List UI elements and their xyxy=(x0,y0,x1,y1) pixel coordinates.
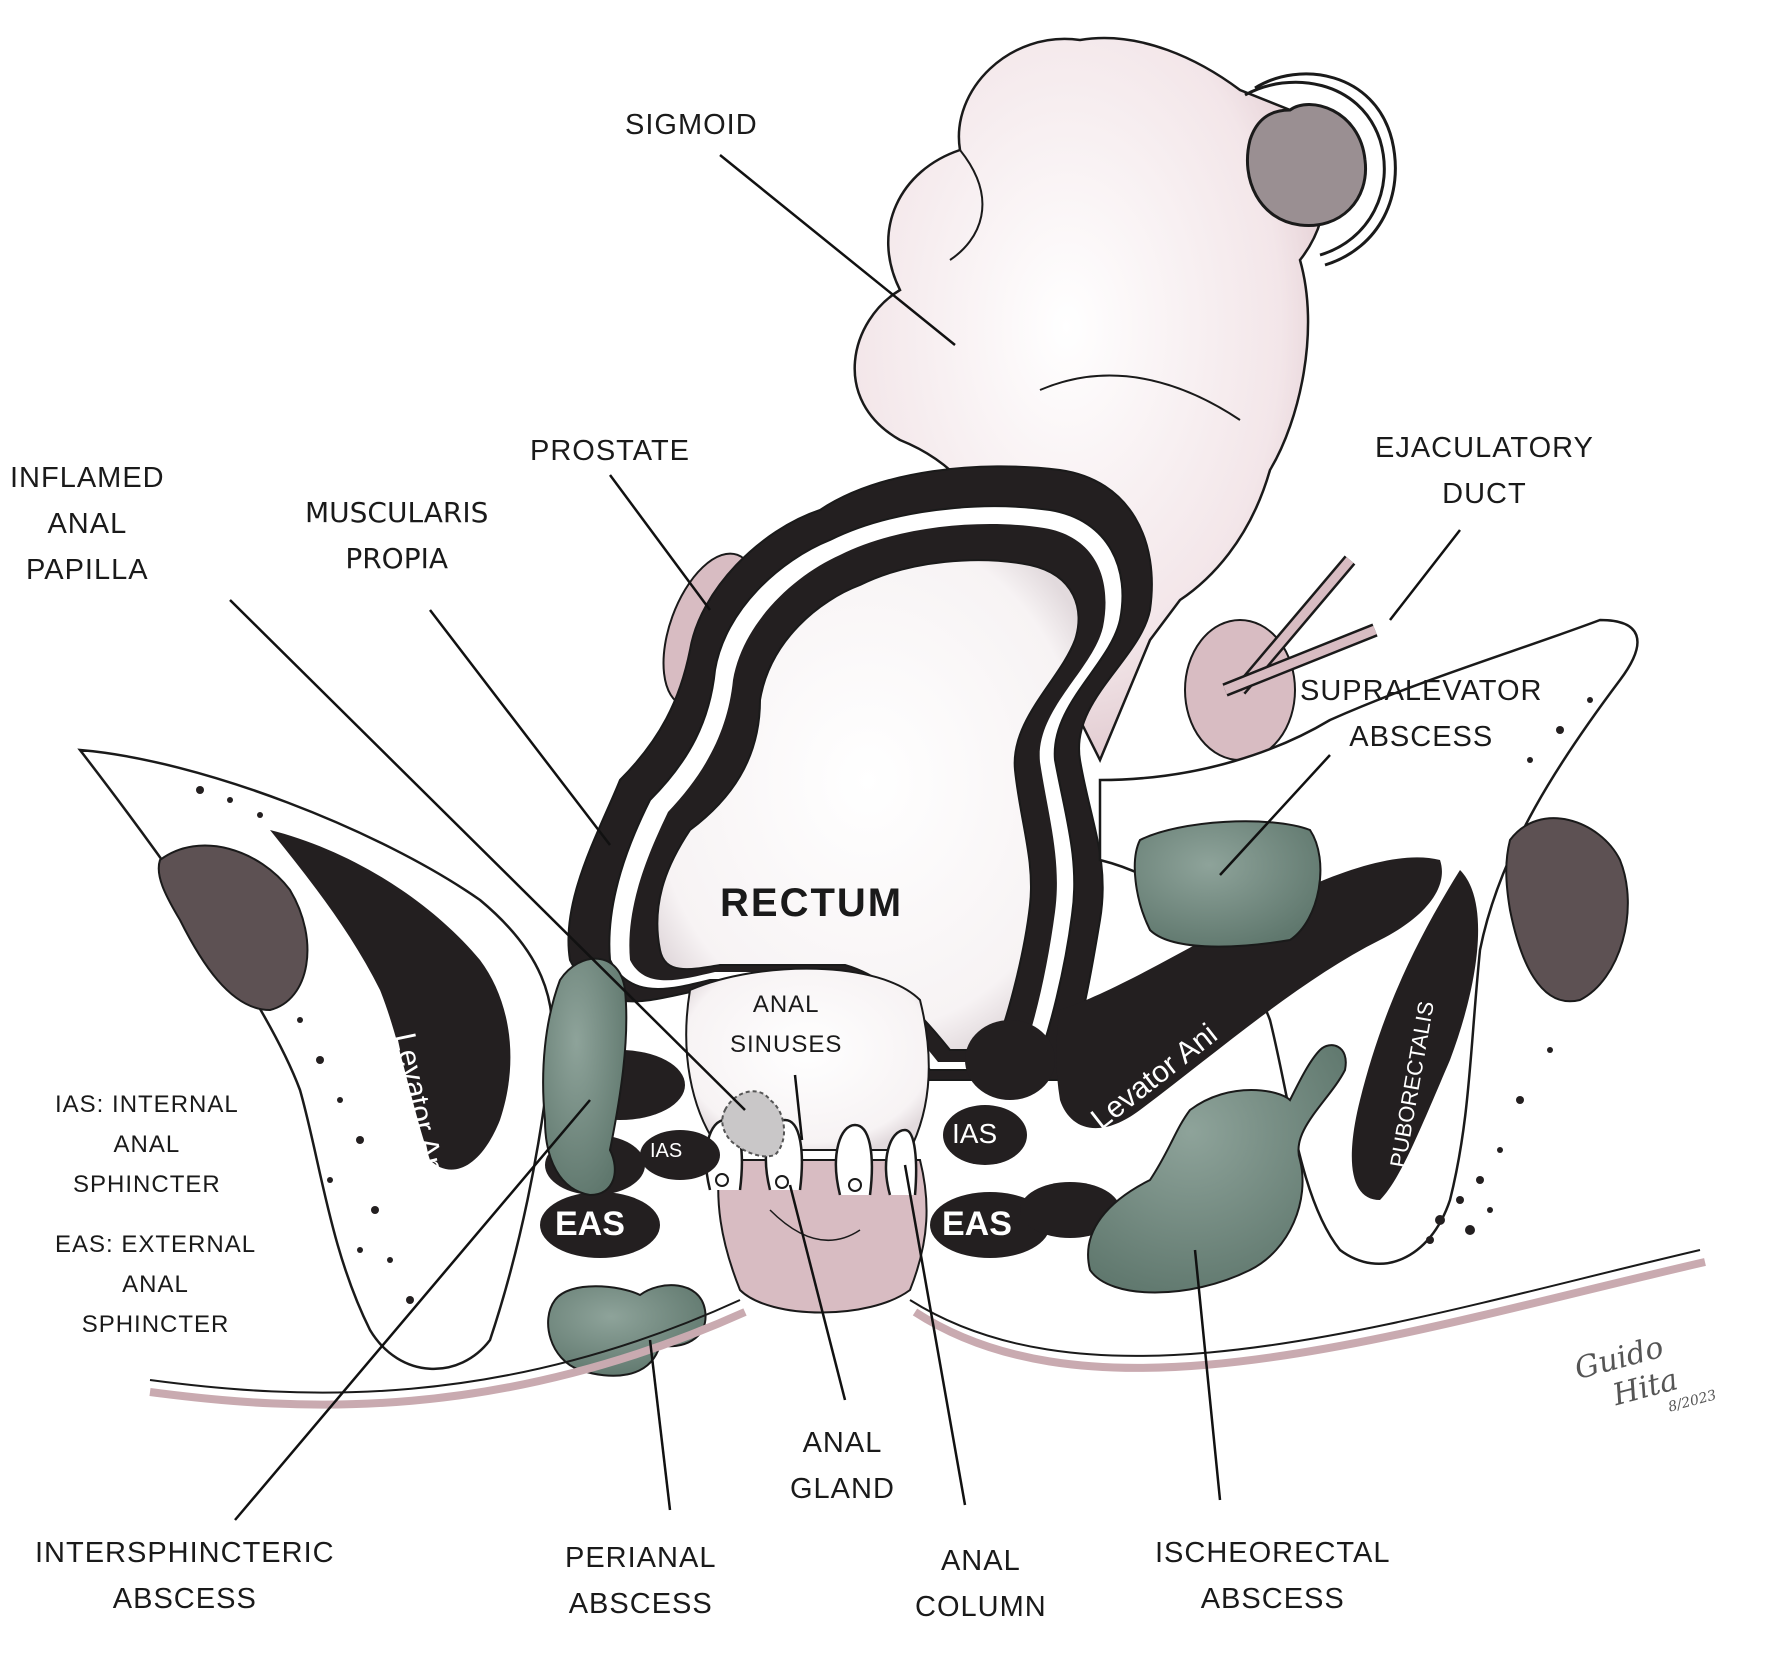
supralevator-abscess-shape xyxy=(1133,820,1322,948)
ischeorectal-abscess-shape xyxy=(1087,1044,1347,1294)
leader-ejaculatory xyxy=(1389,529,1461,621)
leader-anal-gland xyxy=(788,1184,847,1401)
leader-intersphincteric xyxy=(234,1099,591,1521)
leader-ischeorectal xyxy=(1193,1249,1222,1501)
ejaculatory-duct xyxy=(1222,555,1378,697)
intersphincteric-abscess-shape xyxy=(542,957,628,1197)
label-anal-sinuses: ANAL SINUSES xyxy=(730,991,843,1058)
leader-sigmoid xyxy=(719,154,956,346)
perianal-abscess-shape xyxy=(547,1284,707,1377)
leader-supralevator xyxy=(1219,754,1331,876)
label-ejaculatory-duct: EJACULATORY DUCT xyxy=(1375,432,1594,510)
sigmoid-colon xyxy=(853,36,1397,764)
label-anal-gland: ANAL GLAND xyxy=(790,1427,895,1505)
label-ias-right: IAS xyxy=(952,1118,998,1149)
label-sigmoid: SIGMOID xyxy=(625,109,758,141)
label-eas-right: EAS xyxy=(942,1205,1012,1243)
label-ischeorectal-abscess: ISCHEORECTAL ABSCESS xyxy=(1155,1537,1391,1615)
label-eas-definition: EAS: EXTERNAL ANAL SPHINCTER xyxy=(55,1231,257,1338)
label-anal-column: ANAL COLUMN xyxy=(915,1545,1047,1623)
leader-perianal xyxy=(648,1339,672,1511)
label-prostate: PROSTATE xyxy=(530,435,690,467)
perineal-skin xyxy=(149,1249,1706,1409)
label-inflamed-anal-papilla: INFLAMED ANAL PAPILLA xyxy=(10,462,165,586)
left-pelvic-wall xyxy=(77,748,554,1371)
label-rectum: RECTUM xyxy=(720,881,904,925)
label-ias-definition: IAS: INTERNAL ANAL SPHINCTER xyxy=(55,1091,239,1198)
label-ias-left: IAS xyxy=(650,1140,683,1162)
abscesses xyxy=(542,820,1347,1377)
rectal-wall xyxy=(567,465,1153,1081)
anal-canal xyxy=(685,967,930,1314)
leader-anal-column xyxy=(903,1164,967,1506)
label-intersphincteric-abscess: INTERSPHINCTERIC ABSCESS xyxy=(35,1537,335,1615)
label-supralevator-abscess: SUPRALEVATOR ABSCESS xyxy=(1300,675,1543,753)
leader-lines xyxy=(229,154,1461,1521)
right-pelvic-wall xyxy=(1056,618,1639,1266)
label-muscularis-propia: MUSCULARIS PROPIA xyxy=(305,496,489,575)
leader-anal-sinuses xyxy=(793,1074,804,1141)
leader-prostate xyxy=(608,474,712,611)
leader-muscularis xyxy=(429,609,611,846)
leader-inflamed-papilla xyxy=(229,599,746,1111)
label-eas-left: EAS xyxy=(555,1205,625,1243)
label-perianal-abscess: PERIANAL ABSCESS xyxy=(565,1542,717,1620)
